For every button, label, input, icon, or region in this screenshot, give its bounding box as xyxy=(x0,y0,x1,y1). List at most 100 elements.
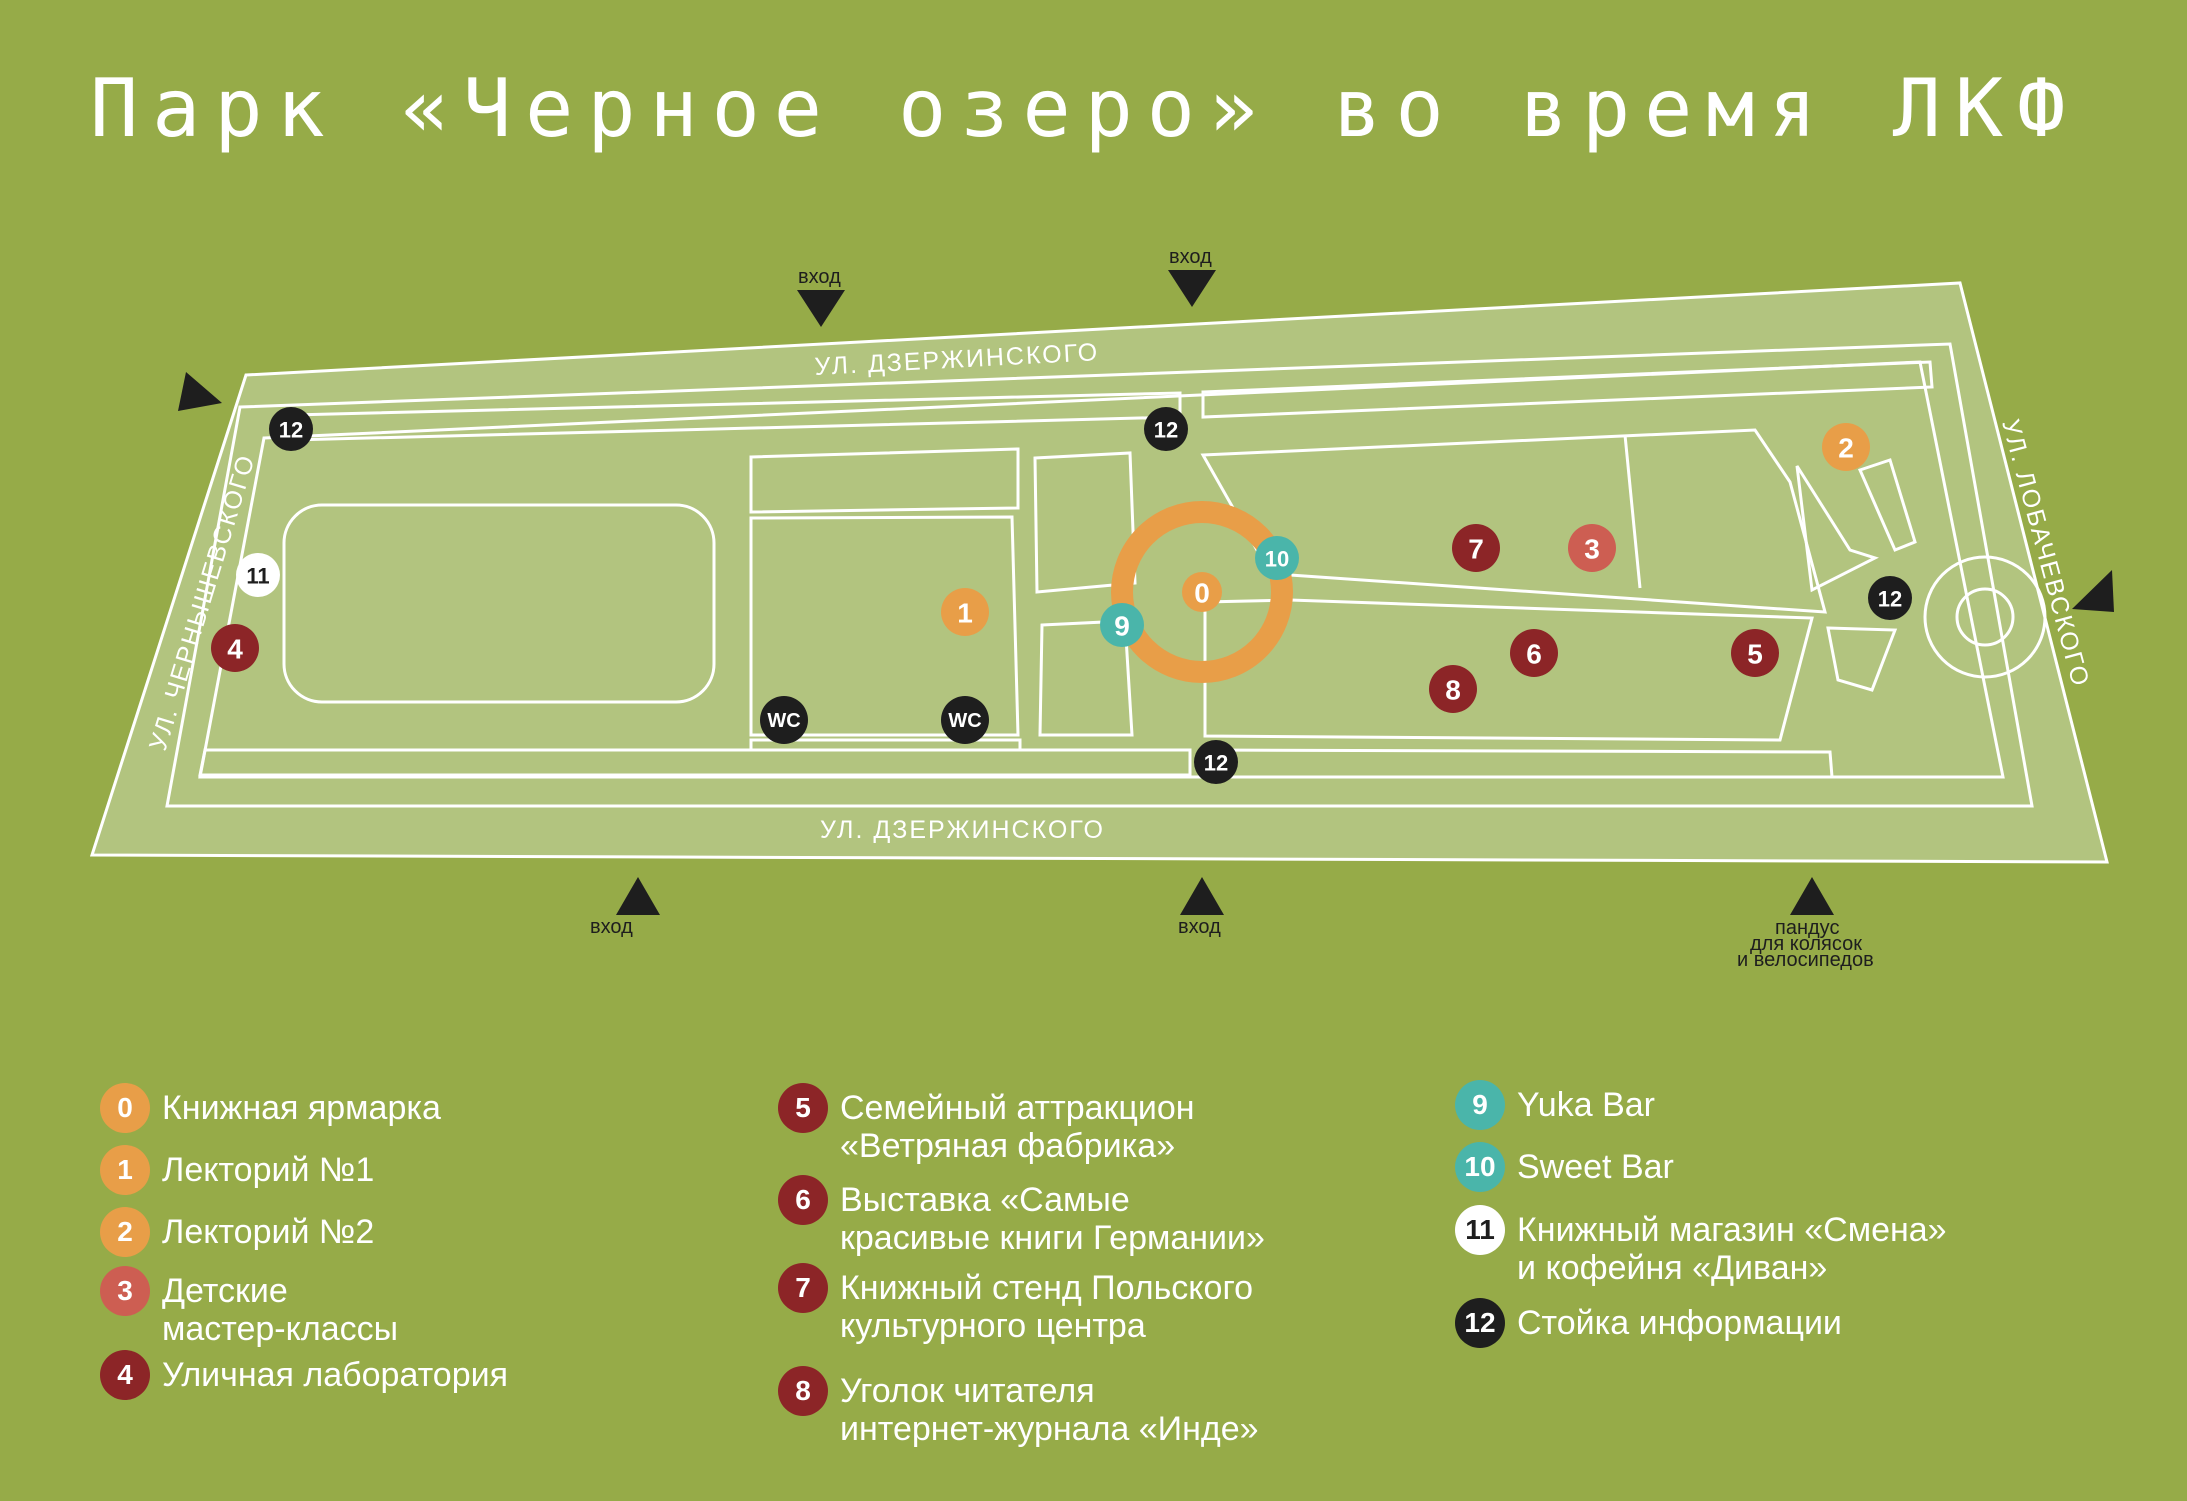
entry-arrow-top-2 xyxy=(1168,270,1216,307)
marker-circle xyxy=(236,553,280,597)
marker-circle xyxy=(941,696,989,744)
marker-number: WC xyxy=(767,710,800,732)
roundabout-center xyxy=(1955,587,2015,647)
marker-number: 0 xyxy=(1194,578,1210,609)
street-bottom: УЛ. ДЗЕРЖИНСКОГО xyxy=(820,816,1105,844)
map-marker-12: 12 xyxy=(1144,407,1188,451)
map-marker-0: 0 xyxy=(1182,572,1222,612)
legend-badge: 7 xyxy=(778,1263,828,1313)
map-marker-12: 12 xyxy=(269,407,313,451)
legend-label-line: Детские xyxy=(162,1272,288,1310)
legend-label-line: Лекторий №2 xyxy=(162,1213,375,1251)
legend-label-line: Стойка информации xyxy=(1517,1304,1842,1342)
marker-circle xyxy=(1194,740,1238,784)
legend-badge: 10 xyxy=(1455,1142,1505,1192)
legend-label-line: «Ветряная фабрика» xyxy=(840,1127,1176,1165)
roundabout xyxy=(1923,555,2047,679)
legend-label-line: Книжный магазин «Смена» xyxy=(1517,1211,1947,1249)
legend-label-line: интернет-журнала «Инде» xyxy=(840,1410,1259,1448)
marker-circle xyxy=(1568,524,1616,572)
legend-label: Книжная ярмарка xyxy=(162,1083,441,1127)
legend-badge: 1 xyxy=(100,1145,150,1195)
entry-label-top-1: вход xyxy=(798,266,841,288)
entry-arrow-top-1 xyxy=(797,290,845,327)
ramp-label-2: для колясок xyxy=(1750,933,1862,955)
legend-label: Лекторий №2 xyxy=(162,1207,374,1251)
map-marker-12: 12 xyxy=(1194,740,1238,784)
marker-circle xyxy=(1100,603,1144,647)
legend-label: Yuka Bar xyxy=(1517,1080,1655,1124)
map-marker-4: 4 xyxy=(211,624,259,672)
legend-badge: 3 xyxy=(100,1266,150,1316)
ramp-label-3: и велосипедов xyxy=(1737,949,1874,971)
map-marker-1: 1 xyxy=(941,588,989,636)
ramp-label-1: пандус xyxy=(1775,917,1839,939)
marker-number: 10 xyxy=(1265,547,1289,572)
entry-arrow-left xyxy=(178,372,222,411)
marker-number: 12 xyxy=(1204,751,1228,776)
wc-marker: WC xyxy=(941,696,989,744)
marker-circle xyxy=(941,588,989,636)
legend-badge: 9 xyxy=(1455,1080,1505,1130)
legend-label-line: Книжный стенд Польского xyxy=(840,1269,1254,1307)
legend-badge: 11 xyxy=(1455,1205,1505,1255)
marker-number: 4 xyxy=(227,634,243,665)
entry-label-top-2: вход xyxy=(1169,246,1212,268)
legend-label: Sweet Bar xyxy=(1517,1142,1674,1186)
legend-label-line: мастер-классы xyxy=(162,1310,399,1348)
entry-arrow-bottom-1 xyxy=(616,877,660,915)
legend-label-line: красивые книги Германии» xyxy=(840,1219,1265,1257)
marker-number: 9 xyxy=(1114,611,1130,642)
legend-item-0: 0 Книжная ярмарка xyxy=(100,1083,441,1133)
marker-number: 3 xyxy=(1584,534,1600,565)
map-marker-8: 8 xyxy=(1429,665,1477,713)
legend-label-line: Уличная лаборатория xyxy=(162,1356,509,1394)
legend-label-line: Книжная ярмарка xyxy=(162,1089,441,1127)
marker-circle xyxy=(1255,536,1299,580)
marker-number: 5 xyxy=(1747,639,1763,670)
marker-circle xyxy=(1868,576,1912,620)
marker-number: 7 xyxy=(1468,534,1484,565)
legend-badge: 5 xyxy=(778,1083,828,1133)
legend-label-line: Выставка «Самые xyxy=(840,1181,1130,1219)
legend-item-1: 1 Лекторий №1 xyxy=(100,1145,374,1195)
legend-item-10: 10 Sweet Bar xyxy=(1455,1142,1674,1192)
marker-number: 2 xyxy=(1838,433,1854,464)
legend-label: Лекторий №1 xyxy=(162,1145,374,1189)
legend-badge: 12 xyxy=(1455,1298,1505,1348)
entry-label-bottom-2: вход xyxy=(1178,916,1221,938)
map-marker-6: 6 xyxy=(1510,629,1558,677)
legend-label-line: Yuka Bar xyxy=(1517,1086,1655,1124)
marker-circle xyxy=(211,624,259,672)
legend-label-line: Sweet Bar xyxy=(1517,1148,1674,1186)
marker-circle xyxy=(1822,423,1870,471)
marker-circle xyxy=(269,407,313,451)
legend-badge: 4 xyxy=(100,1350,150,1400)
marker-number: 12 xyxy=(279,418,303,443)
legend-label-line: Лекторий №1 xyxy=(162,1151,375,1189)
entry-label-bottom-1: вход xyxy=(590,916,633,938)
marker-number: WC xyxy=(948,710,981,732)
legend-label-line: и кофейня «Диван» xyxy=(1517,1249,1828,1287)
legend-badge: 8 xyxy=(778,1366,828,1416)
legend-label: Уличная лаборатория xyxy=(162,1350,508,1394)
legend-badge: 6 xyxy=(778,1175,828,1225)
marker-circle xyxy=(1510,629,1558,677)
marker-number: 6 xyxy=(1526,639,1542,670)
legend-label: Семейный аттракцион«Ветряная фабрика» xyxy=(840,1083,1195,1165)
marker-circle xyxy=(1144,407,1188,451)
map-marker-3: 3 xyxy=(1568,524,1616,572)
book-fair-ring xyxy=(1111,501,1293,683)
legend-badge: 0 xyxy=(100,1083,150,1133)
marker-number: 12 xyxy=(1878,587,1902,612)
entry-arrow-right xyxy=(2072,570,2114,612)
